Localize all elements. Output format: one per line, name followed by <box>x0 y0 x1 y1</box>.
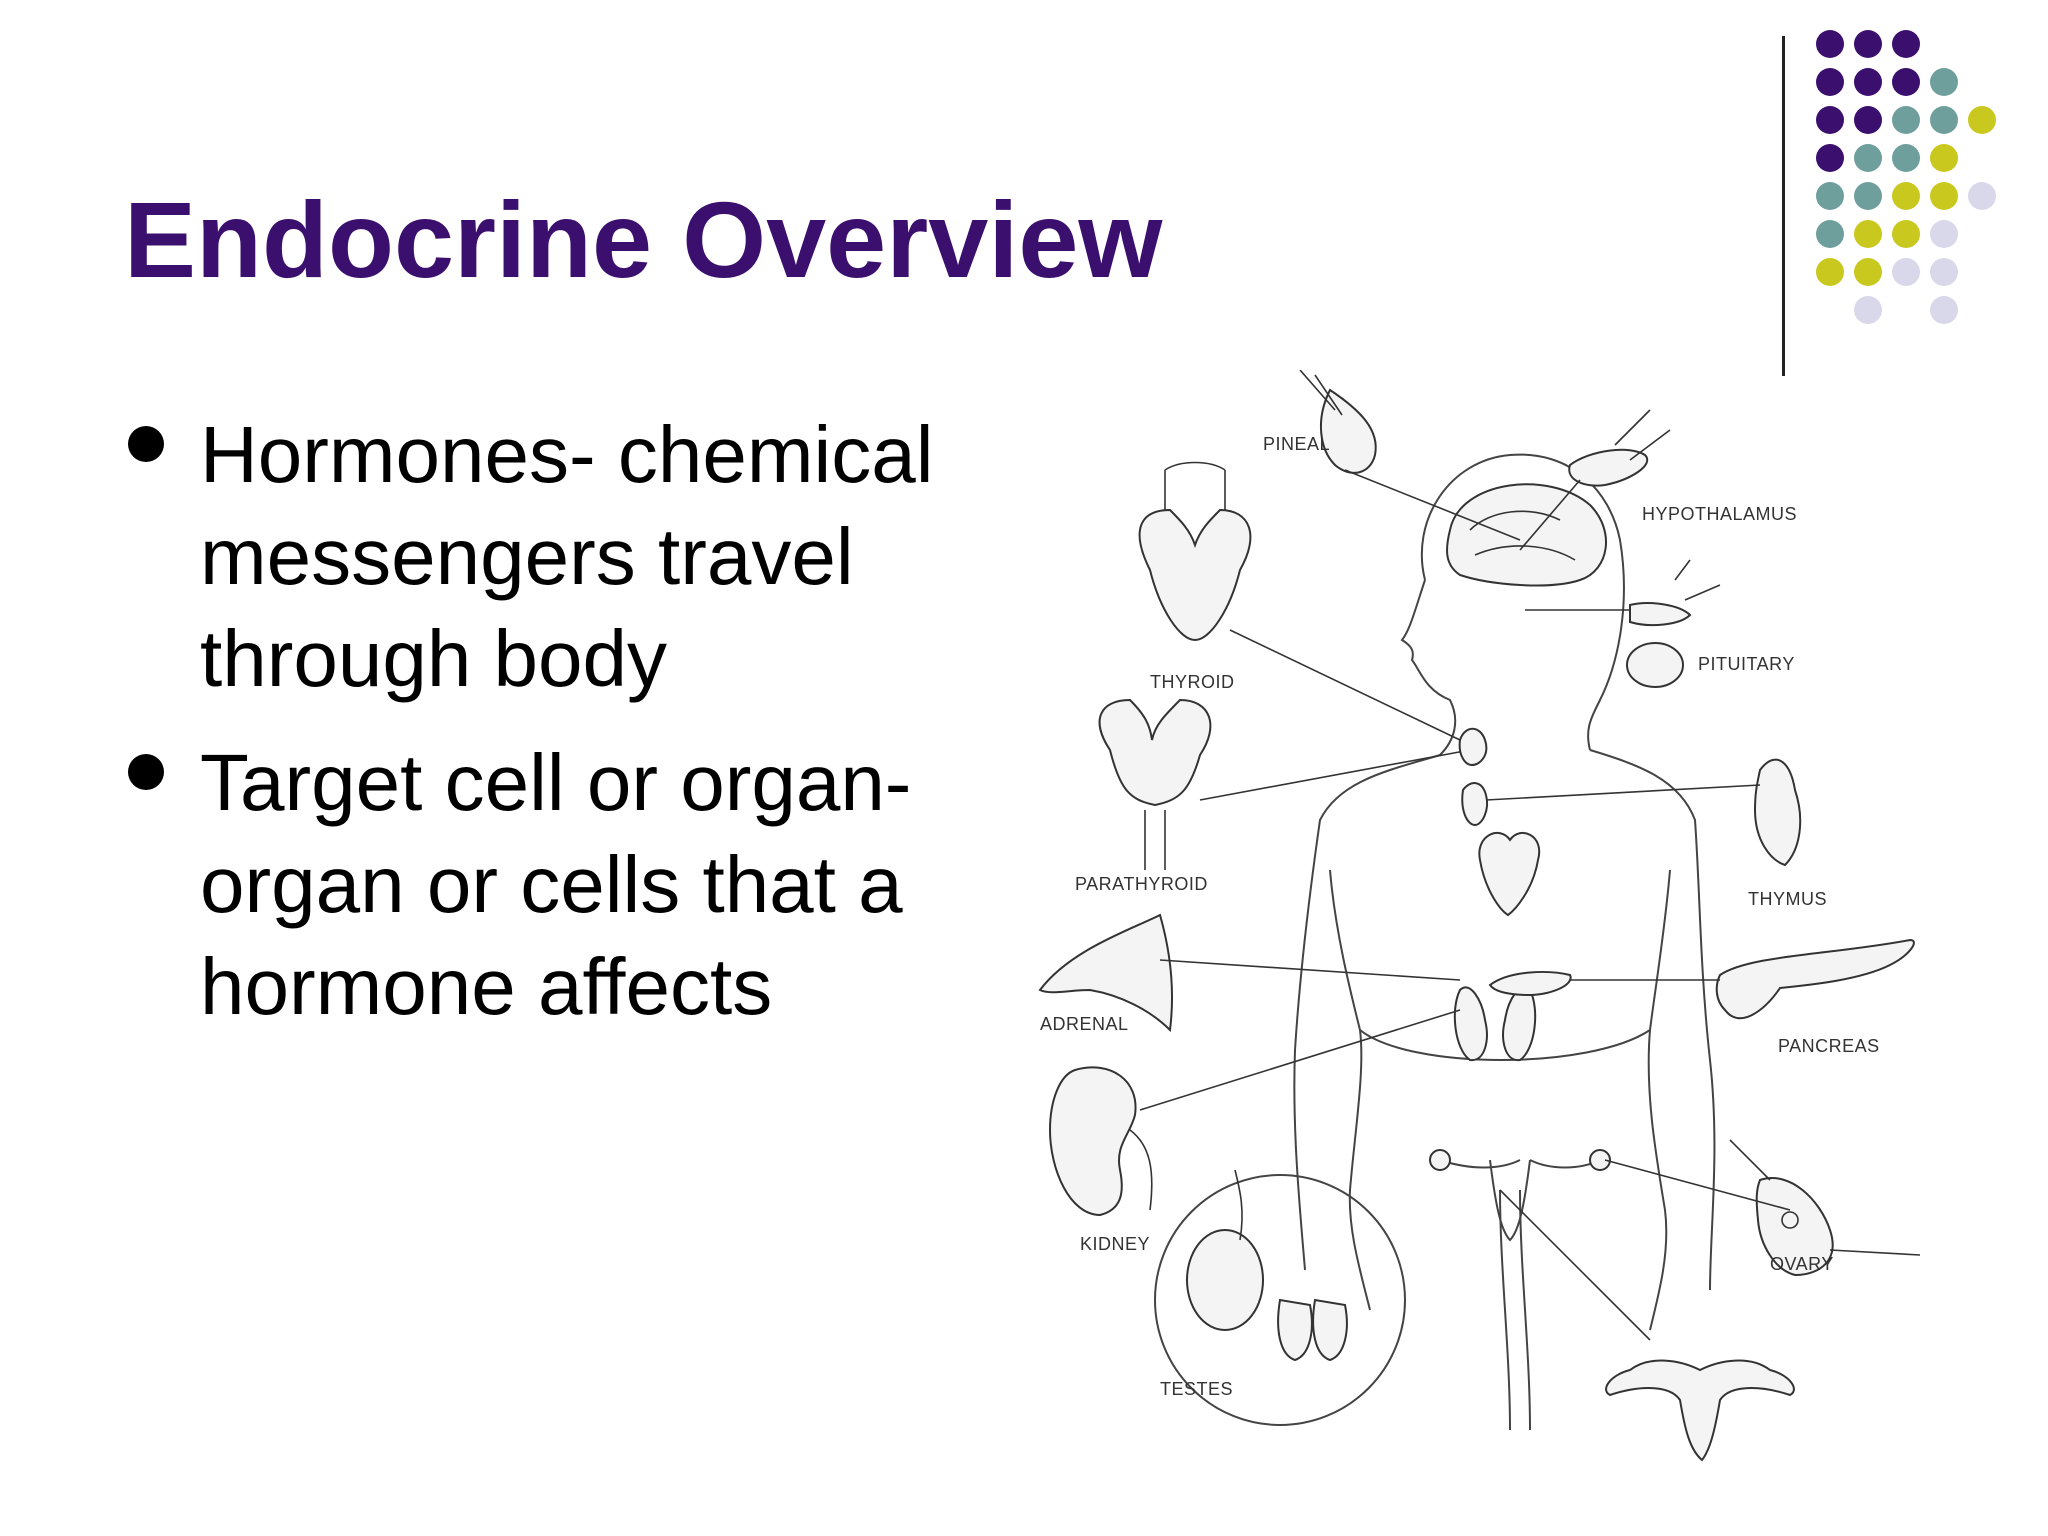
label-thymus: THYMUS <box>1748 889 1827 909</box>
label-pineal: PINEAL <box>1263 434 1330 454</box>
decorative-dot <box>1892 258 1920 286</box>
label-parathyroid: PARATHYROID <box>1075 874 1208 894</box>
label-pancreas: PANCREAS <box>1778 1036 1880 1056</box>
decorative-dot <box>1930 182 1958 210</box>
testes-illustration: TESTES <box>1154 1169 1406 1426</box>
decorative-dot <box>1892 68 1920 96</box>
thyroid-illustration: THYROID <box>1138 461 1461 741</box>
label-testes: TESTES <box>1160 1379 1233 1399</box>
bullet-item-target-cell: Target cell or organ- organ or cells tha… <box>124 732 1024 1038</box>
decorative-dot <box>1930 68 1958 96</box>
thymus-illustration: THYMUS <box>1461 758 1827 909</box>
decorative-dot <box>1930 296 1958 324</box>
bullet-dot-icon <box>128 754 164 790</box>
left-kidney-in-body <box>1453 986 1488 1062</box>
label-thyroid: THYROID <box>1150 672 1235 692</box>
decorative-dot <box>1930 106 1958 134</box>
bullet-line: hormone affects <box>200 942 773 1031</box>
decorative-dot <box>1854 258 1882 286</box>
decorative-dot <box>1930 220 1958 248</box>
decorative-dot <box>1816 144 1844 172</box>
bullet-line: Target cell or organ- <box>200 738 912 827</box>
heart-illustration <box>1478 831 1541 917</box>
decorative-dot <box>1854 296 1882 324</box>
decorative-dot <box>1930 144 1958 172</box>
bullet-item-hormones: Hormones- chemical messengers travel thr… <box>124 404 1024 710</box>
label-pituitary: PITUITARY <box>1698 654 1795 674</box>
kidney-illustration: KIDNEY <box>1048 1009 1461 1254</box>
pineal-illustration: PINEAL <box>1263 370 1521 541</box>
pancreas-in-body <box>1488 971 1572 997</box>
decorative-dot <box>1854 68 1882 96</box>
human-body-outline <box>1293 453 1716 1431</box>
right-ovary-in-body <box>1589 1149 1611 1171</box>
decorative-dot <box>1854 182 1882 210</box>
bullet-line: messengers travel <box>200 512 854 601</box>
bullet-dot-icon <box>128 426 164 462</box>
label-adrenal: ADRENAL <box>1040 1014 1129 1034</box>
decorative-dot <box>1816 258 1844 286</box>
parathyroid-illustration: PARATHYROID <box>1075 698 1471 894</box>
decorative-dot <box>1816 106 1844 134</box>
label-ovary: OVARY <box>1770 1254 1834 1274</box>
decorative-dot <box>1892 30 1920 58</box>
bullet-line: Hormones- chemical <box>200 410 934 499</box>
hypothalamus-illustration: HYPOTHALAMUS <box>1519 409 1797 551</box>
decorative-dot <box>1854 220 1882 248</box>
slide-title: Endocrine Overview <box>124 179 1163 300</box>
ovary-illustration: OVARY <box>1499 1139 1921 1341</box>
bullet-line: through body <box>200 614 668 703</box>
right-kidney-in-body <box>1502 986 1537 1062</box>
decorative-dot <box>1892 106 1920 134</box>
bullet-list: Hormones- chemical messengers travel thr… <box>124 404 1024 1060</box>
decorative-dot <box>1816 182 1844 210</box>
left-ovary-in-body <box>1429 1149 1451 1171</box>
vertical-divider <box>1782 36 1785 376</box>
decorative-dot <box>1892 144 1920 172</box>
decorative-dot <box>1854 144 1882 172</box>
decorative-dot <box>1892 182 1920 210</box>
label-kidney: KIDNEY <box>1080 1234 1150 1254</box>
pancreas-illustration: PANCREAS <box>1570 938 1915 1056</box>
decorative-dot <box>1930 258 1958 286</box>
decorative-dot <box>1854 30 1882 58</box>
endocrine-system-diagram: PINEAL HYPOTHALAMUS PITUITARY THYROID <box>1038 370 1921 1462</box>
adrenal-illustration: ADRENAL <box>1038 913 1461 1034</box>
decorative-dot <box>1816 30 1844 58</box>
decorative-dot <box>1892 220 1920 248</box>
decorative-dot <box>1968 182 1996 210</box>
decorative-dot <box>1968 106 1996 134</box>
pituitary-illustration: PITUITARY <box>1525 559 1795 688</box>
brain-illustration <box>1446 483 1607 587</box>
label-hypothalamus: HYPOTHALAMUS <box>1642 504 1797 524</box>
thyroid-in-body <box>1458 727 1488 767</box>
decorative-dot <box>1816 220 1844 248</box>
decorative-dot <box>1816 68 1844 96</box>
decorative-dot <box>1854 106 1882 134</box>
decorative-dot-grid <box>1816 30 2026 330</box>
bullet-line: organ or cells that a <box>200 840 903 929</box>
uterus-illustration <box>1605 1359 1795 1462</box>
